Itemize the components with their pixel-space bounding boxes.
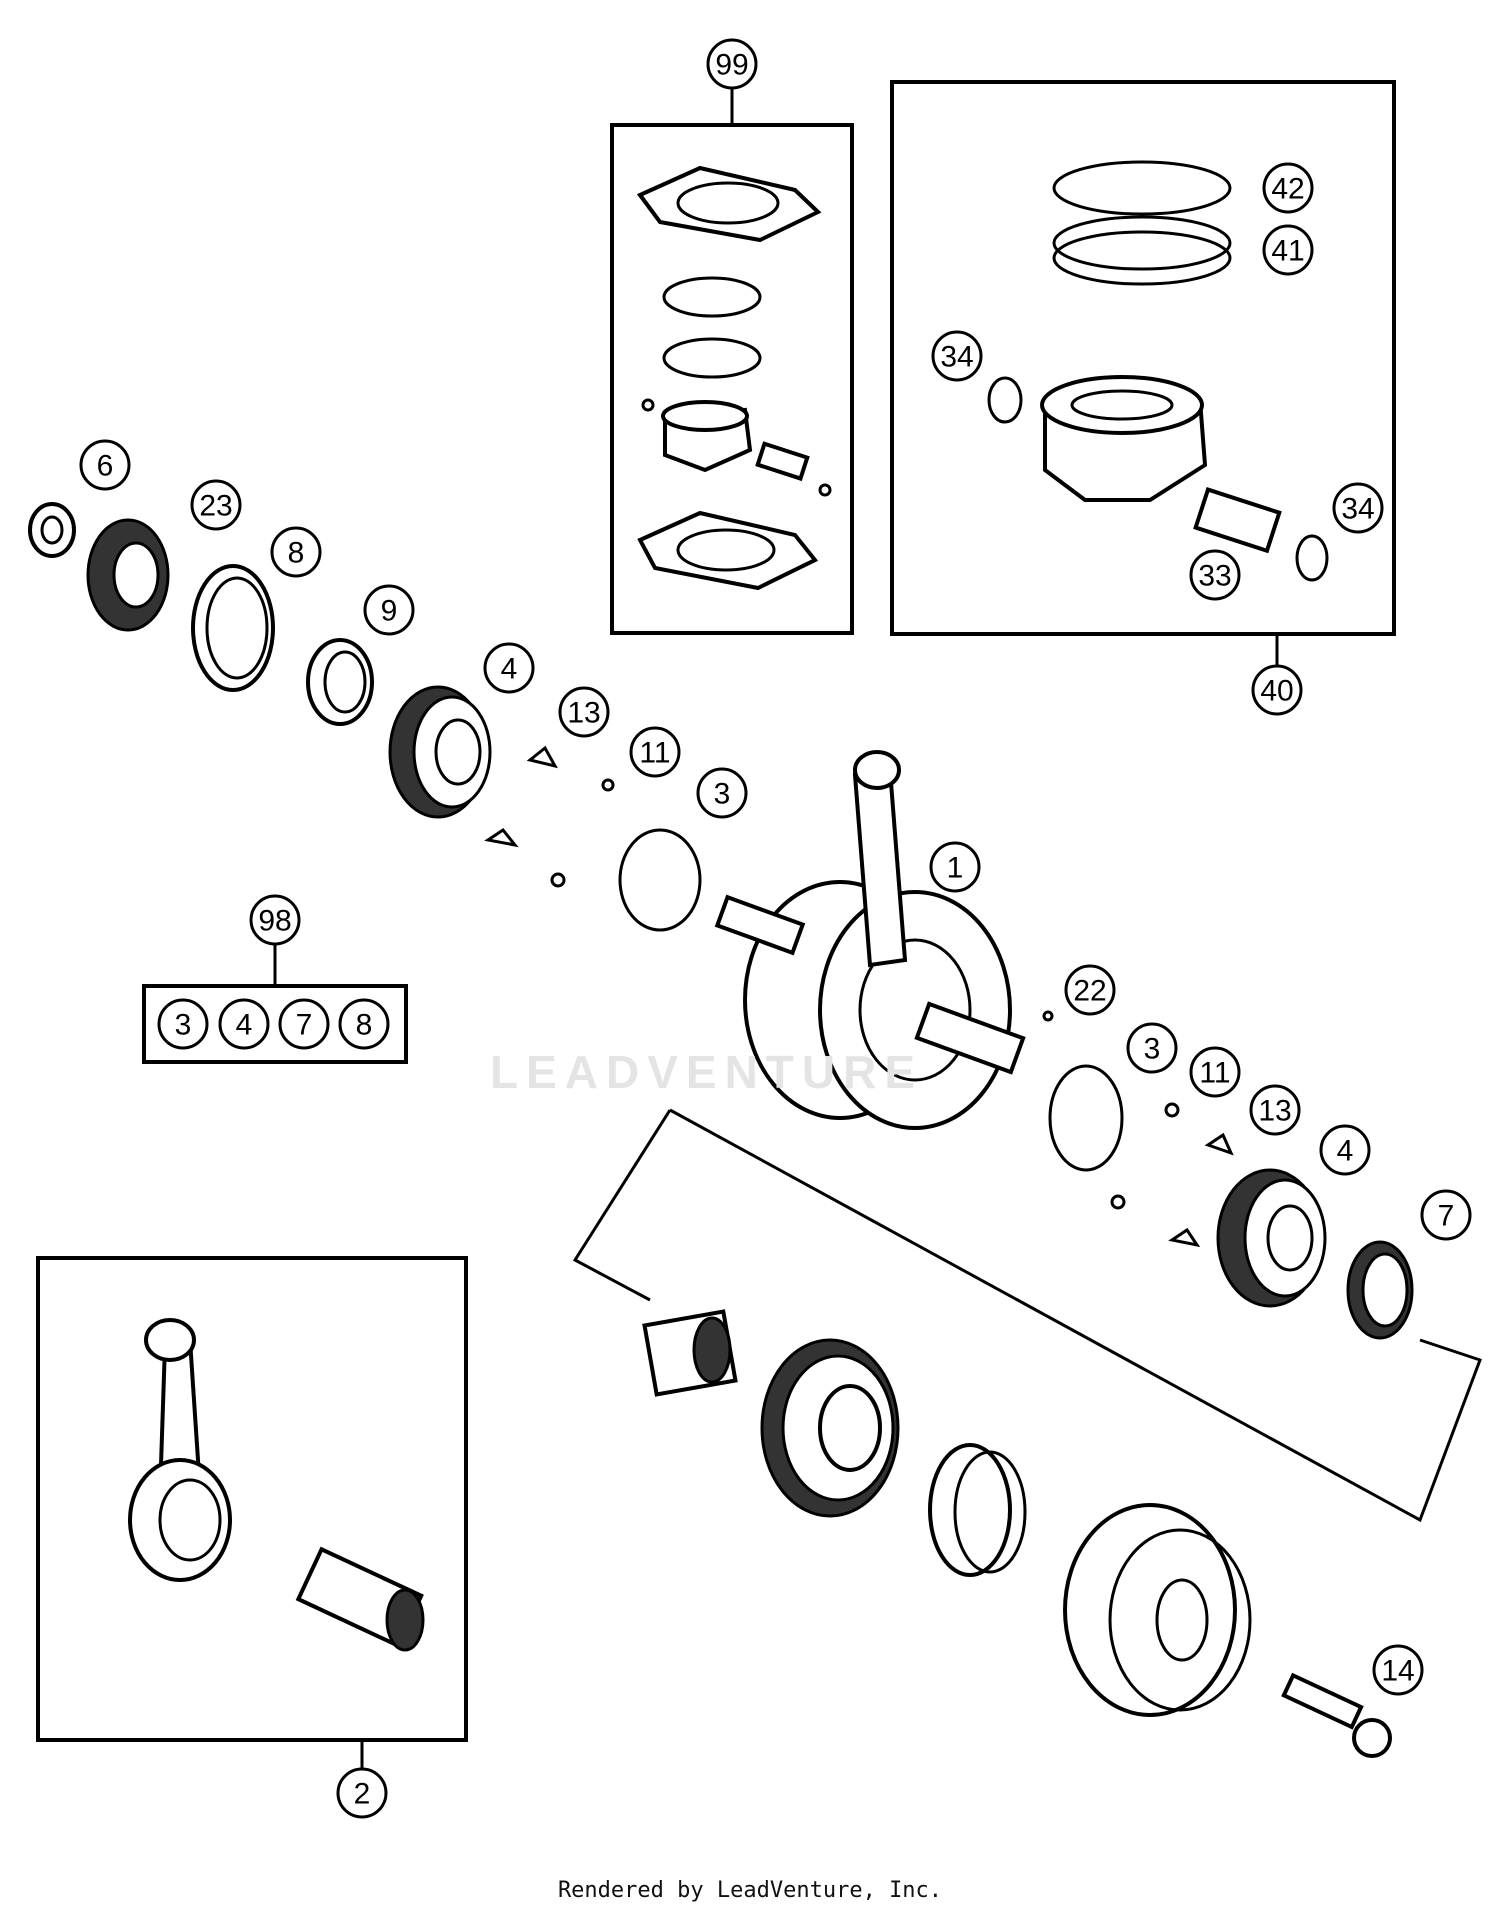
- svg-text:4: 4: [236, 1009, 253, 1042]
- kit-98-item-4: 4: [218, 998, 270, 1050]
- callout-41[interactable]: 41: [1262, 224, 1314, 276]
- callout-42[interactable]: 42: [1262, 162, 1314, 214]
- callout-13-right[interactable]: 13: [1249, 1084, 1301, 1136]
- callout-3-left[interactable]: 3: [696, 767, 748, 819]
- callout-7[interactable]: 7: [1420, 1189, 1472, 1241]
- callout-2[interactable]: 2: [336, 1767, 388, 1819]
- svg-text:7: 7: [1438, 1200, 1455, 1233]
- svg-text:41: 41: [1271, 235, 1304, 268]
- svg-text:98: 98: [258, 905, 291, 938]
- svg-text:11: 11: [639, 737, 670, 770]
- svg-text:13: 13: [567, 697, 600, 730]
- callout-14[interactable]: 14: [1372, 1644, 1424, 1696]
- svg-text:11: 11: [1199, 1057, 1230, 1090]
- svg-text:1: 1: [947, 852, 964, 885]
- svg-text:6: 6: [97, 450, 114, 483]
- left-row-parts: [28, 502, 702, 932]
- callout-6[interactable]: 6: [79, 439, 131, 491]
- callout-8[interactable]: 8: [270, 526, 322, 578]
- credit-text: Rendered by LeadVenture, Inc.: [557, 1878, 943, 1903]
- svg-text:3: 3: [714, 778, 731, 811]
- svg-text:99: 99: [715, 49, 748, 82]
- callout-23[interactable]: 23: [190, 479, 242, 531]
- kit-98-item-7: 7: [278, 998, 330, 1050]
- callout-4-left[interactable]: 4: [483, 642, 535, 694]
- gasket-kit-box: [610, 88, 854, 635]
- svg-text:22: 22: [1073, 975, 1106, 1008]
- callout-40[interactable]: 40: [1251, 664, 1303, 716]
- svg-text:34: 34: [1341, 493, 1374, 526]
- svg-text:13: 13: [1258, 1095, 1291, 1128]
- svg-text:40: 40: [1260, 675, 1293, 708]
- callout-99[interactable]: 99: [706, 38, 758, 90]
- svg-text:14: 14: [1381, 1655, 1414, 1688]
- piston-kit-box: [890, 80, 1396, 668]
- svg-text:3: 3: [1144, 1033, 1161, 1066]
- svg-text:9: 9: [381, 595, 398, 628]
- svg-text:3: 3: [175, 1009, 192, 1042]
- svg-text:2: 2: [354, 1778, 371, 1811]
- svg-text:33: 33: [1198, 560, 1231, 593]
- kit-98-item-8: 8: [338, 998, 390, 1050]
- callout-11-right[interactable]: 11: [1189, 1046, 1241, 1098]
- callout-4-right[interactable]: 4: [1319, 1124, 1371, 1176]
- svg-text:23: 23: [199, 490, 232, 523]
- svg-text:8: 8: [288, 537, 305, 570]
- callout-34-left[interactable]: 34: [931, 330, 983, 382]
- callout-13-left[interactable]: 13: [558, 686, 610, 738]
- watermark: LEADVENTURE: [490, 1046, 924, 1098]
- svg-text:7: 7: [296, 1009, 313, 1042]
- starter-assembly: [572, 1108, 1482, 1758]
- right-row-parts: [1042, 1010, 1414, 1340]
- svg-text:42: 42: [1271, 173, 1304, 206]
- callout-98[interactable]: 98: [249, 894, 301, 946]
- conrod-kit-box: [36, 1256, 468, 1770]
- callout-33[interactable]: 33: [1189, 549, 1241, 601]
- callout-1[interactable]: 1: [929, 841, 981, 893]
- kit-98-box: 3 4 7 8: [142, 944, 408, 1064]
- svg-text:4: 4: [501, 653, 518, 686]
- svg-text:4: 4: [1337, 1135, 1354, 1168]
- svg-text:8: 8: [356, 1009, 373, 1042]
- callout-11-left[interactable]: 11: [629, 726, 681, 778]
- crankshaft: [714, 750, 1026, 1130]
- callout-34-right[interactable]: 34: [1332, 482, 1384, 534]
- callout-3-right[interactable]: 3: [1126, 1022, 1178, 1074]
- callout-22[interactable]: 22: [1064, 964, 1116, 1016]
- svg-text:34: 34: [940, 341, 973, 374]
- kit-98-item-3: 3: [157, 998, 209, 1050]
- callout-9[interactable]: 9: [363, 584, 415, 636]
